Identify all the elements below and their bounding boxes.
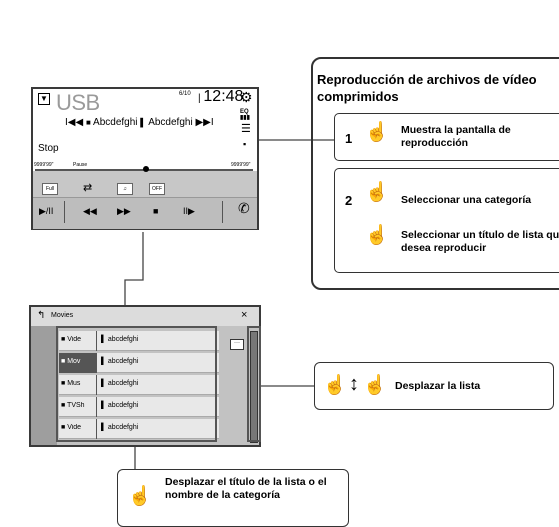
elapsed-time: 9999'99": [34, 162, 54, 168]
step-2b-text: Seleccionar un título de lista que desea…: [401, 229, 559, 254]
pause-label: Pause: [73, 162, 88, 168]
eq-icon[interactable]: EQ▮▮▮: [240, 109, 250, 121]
divider: [222, 201, 223, 223]
step-1-box: 1 ☝ Muestra la pantalla de reproducción: [334, 113, 559, 161]
list-item[interactable]: ■ Mus ▌ abcdefghi: [59, 375, 219, 395]
up-down-arrow-icon: ↕: [349, 373, 359, 395]
file-item[interactable]: ▌ abcdefghi: [101, 424, 139, 431]
file-item[interactable]: ▌ abcdefghi: [101, 358, 139, 365]
step-1-text: Muestra la pantalla de reproducción: [401, 124, 511, 149]
step-number: 1: [345, 131, 353, 146]
audio-button[interactable]: ♫: [117, 183, 133, 195]
divider: [96, 419, 97, 439]
step-2a-text: Seleccionar una categoría: [401, 194, 532, 206]
file-item[interactable]: ▌ abcdefghi: [101, 380, 139, 387]
prev-track-button[interactable]: I◀◀: [65, 117, 84, 128]
step-2-box: 2 ☝ Seleccionar una categoría ☝ Seleccio…: [334, 168, 559, 273]
list-screen: ↰ Movies × ■ Vide ▌ abcdefghi ■ Mov ▌ ab…: [29, 305, 261, 447]
tap-hand-icon: ☝: [365, 225, 389, 246]
category-item[interactable]: ■ Vide: [61, 336, 82, 343]
back-icon[interactable]: ↰: [37, 310, 46, 321]
scrollbar[interactable]: [250, 331, 258, 443]
rewind-button[interactable]: ◀◀: [83, 206, 97, 216]
drag-text: Desplazar el título de la lista o el nom…: [165, 476, 327, 501]
playback-screen: ▼ USB 6/10 | 12:48 ⚙ EQ▮▮▮ ☰ ▪ I◀◀ ■ Abc…: [31, 87, 259, 230]
more-options-button[interactable]: ···: [230, 339, 244, 350]
progress-knob[interactable]: [143, 166, 149, 172]
list-icon[interactable]: ☰: [241, 123, 251, 135]
tap-hand-icon: ☝: [365, 122, 389, 143]
list-item[interactable]: ■ TVSh ▌ abcdefghi: [59, 397, 219, 417]
stop-button[interactable]: ■: [153, 206, 159, 216]
list: ■ Vide ▌ abcdefghi ■ Mov ▌ abcdefghi ■ M…: [59, 331, 219, 441]
track-counter: 6/10: [179, 91, 191, 97]
scrollbar-highlight: [247, 326, 261, 442]
phone-icon[interactable]: ✆: [238, 200, 250, 216]
screen-mode-icon[interactable]: ▪: [243, 139, 247, 149]
screen-size-button[interactable]: Full: [42, 183, 58, 195]
step-number: 2: [345, 193, 353, 208]
category-item[interactable]: ■ TVSh: [61, 402, 85, 409]
play-pause-button[interactable]: ▶/II: [39, 206, 54, 216]
divider: [96, 331, 97, 351]
list-item[interactable]: ■ Vide ▌ abcdefghi: [59, 419, 219, 439]
fast-forward-button[interactable]: ▶▶: [117, 206, 131, 216]
scroll-callout: ☝ ↕ ☝ Desplazar la lista: [314, 362, 554, 410]
left-panel: [31, 326, 57, 445]
file-item[interactable]: ▌ abcdefghi: [101, 402, 139, 409]
repeat-icon[interactable]: ⇄: [83, 182, 93, 194]
remaining-time: 9999'99": [231, 162, 251, 168]
file-icon: ▌: [140, 118, 146, 127]
category-item[interactable]: ■ Vide: [61, 424, 82, 431]
transport-bar: [33, 197, 257, 229]
file-item[interactable]: ▌ abcdefghi: [101, 336, 139, 343]
track-title-1: Abcdefghi: [93, 117, 138, 128]
divider: [96, 353, 97, 373]
divider: [64, 201, 65, 223]
instructions-title: Reproducción de archivos de vídeo compri…: [317, 72, 537, 104]
folder-icon: ■: [85, 118, 91, 127]
drag-callout: ☝ Desplazar el título de la lista o el n…: [117, 469, 349, 527]
clock: | 12:48: [198, 88, 244, 105]
tap-hand-icon: ☝: [363, 375, 387, 396]
status-text: Stop: [38, 143, 59, 154]
instructions-box: [311, 57, 559, 290]
divider: [96, 375, 97, 395]
tap-hand-icon: ☝: [365, 182, 389, 203]
track-title-2: Abcdefghi: [148, 117, 193, 128]
subtitle-off-button[interactable]: OFF: [149, 183, 165, 195]
next-track-button[interactable]: ▶▶I: [195, 117, 214, 128]
list-highlight: [56, 326, 217, 442]
list-item[interactable]: ■ Vide ▌ abcdefghi: [59, 331, 219, 351]
divider: [96, 397, 97, 417]
list-item[interactable]: ■ Mov ▌ abcdefghi: [59, 353, 219, 373]
list-title: Movies: [51, 312, 74, 319]
track-info: I◀◀ ■ Abcdefghi ▌ Abcdefghi ▶▶I: [65, 117, 214, 128]
scroll-text: Desplazar la lista: [395, 380, 481, 392]
source-label: USB: [56, 90, 100, 115]
close-icon[interactable]: ×: [241, 309, 248, 321]
source-menu-button[interactable]: ▼: [38, 93, 50, 105]
category-item-selected[interactable]: ■ Mov: [59, 353, 96, 373]
slow-play-button[interactable]: II▶: [183, 206, 195, 216]
gear-icon[interactable]: ⚙: [240, 89, 253, 105]
list-header: [31, 307, 259, 326]
category-item[interactable]: ■ Mus: [61, 380, 81, 387]
tap-hand-icon: ☝: [323, 375, 347, 396]
tap-hand-icon: ☝: [128, 486, 152, 507]
